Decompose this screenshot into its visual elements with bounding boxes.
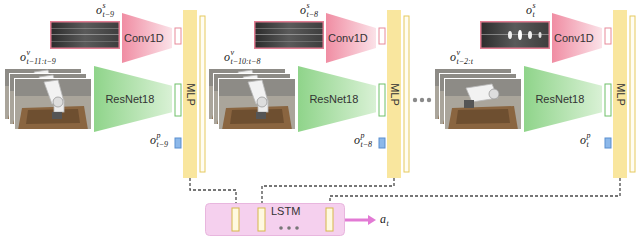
symbol-base: o	[96, 4, 102, 16]
symbol-superscript: s	[103, 2, 106, 10]
node-label: ResNet18	[535, 94, 584, 105]
symbol-subscript: t	[387, 220, 389, 228]
symbol-subscript: t−9	[157, 141, 169, 149]
symbol-base: o	[450, 51, 456, 63]
dashed-connector	[190, 178, 236, 203]
symbol-subscript: t−2:t	[457, 58, 474, 66]
symbol-base: o	[20, 51, 26, 63]
trapezoid-shape	[326, 13, 376, 63]
symbol-base: o	[150, 134, 156, 146]
ellipsis-dot	[295, 226, 299, 230]
symbol-subscript: t	[533, 11, 535, 19]
bar-shape	[387, 10, 401, 178]
proprio-feature	[379, 138, 385, 148]
symbol-base: o	[224, 51, 230, 63]
symbol-superscript: v	[27, 49, 31, 57]
spectrogram	[50, 21, 120, 49]
camera-frame	[14, 78, 92, 130]
timestep-column	[208, 16, 409, 172]
symbol-superscript: s	[307, 2, 310, 10]
trapezoid-shape	[552, 13, 602, 63]
symbol-subscript: t−9	[103, 11, 115, 19]
audio-feature	[175, 28, 181, 44]
ellipsis-dot	[279, 226, 283, 230]
resnet-encoder: ResNet18	[94, 66, 172, 132]
symbol-base: o	[526, 4, 532, 16]
lstm-cell	[326, 208, 333, 231]
symbol-superscript: p	[361, 132, 365, 140]
dashed-connector	[262, 178, 394, 203]
symbol-subscript: t−11:t−9	[27, 58, 56, 66]
node-label: ResNet18	[309, 94, 358, 105]
visual-feature	[605, 84, 611, 116]
rounded-box	[206, 204, 345, 236]
symbol-subscript: t	[587, 141, 589, 149]
node-label: MLP	[388, 83, 399, 106]
node-label: ResNet18	[105, 94, 154, 105]
bar-shape	[183, 10, 197, 178]
node-label: LSTM	[271, 206, 300, 217]
node-label: Conv1D	[124, 33, 164, 44]
symbol-base: o	[580, 134, 586, 146]
mlp-fusion: MLP	[387, 10, 401, 178]
proprio-feature	[175, 138, 181, 148]
trapezoid-shape	[524, 66, 602, 132]
spectrogram	[480, 21, 550, 49]
node-label: Conv1D	[554, 33, 594, 44]
symbol-base: a	[380, 213, 386, 225]
ellipsis-dots	[413, 98, 431, 102]
dashed-connector	[330, 178, 620, 203]
symbol-superscript: p	[157, 132, 161, 140]
symbol-base: o	[300, 4, 306, 16]
resnet-encoder: ResNet18	[298, 66, 376, 132]
node-label: MLP	[184, 83, 195, 106]
symbol-base: o	[354, 134, 360, 146]
conv1d-encoder: Conv1D	[122, 13, 172, 63]
conv1d-encoder: Conv1D	[326, 13, 376, 63]
trapezoid-shape	[122, 13, 172, 63]
visual-feature	[175, 84, 181, 116]
resnet-encoder: ResNet18	[524, 66, 602, 132]
symbol-subscript: t−8	[307, 11, 319, 19]
symbol-subscript: t−8	[361, 141, 373, 149]
ellipsis-dot	[413, 98, 417, 102]
node-label: MLP	[614, 83, 625, 106]
conv1d-encoder: Conv1D	[552, 13, 602, 63]
timestep-column	[4, 16, 205, 172]
mlp-fusion: MLP	[613, 10, 627, 178]
visual-feature	[379, 84, 385, 116]
lstm-cell	[258, 208, 265, 231]
ellipsis-dot	[287, 226, 291, 230]
symbol-superscript: v	[457, 49, 461, 57]
symbol-superscript: v	[231, 49, 235, 57]
timestep-column	[434, 16, 635, 172]
lstm-module: LSTM	[205, 203, 345, 236]
audio-feature	[605, 28, 611, 44]
lstm-cell	[232, 208, 239, 231]
audio-feature	[379, 28, 385, 44]
ellipsis-dot	[420, 98, 424, 102]
output-arrow	[345, 219, 369, 222]
node-label: Conv1D	[328, 33, 368, 44]
bar-shape	[613, 10, 627, 178]
camera-frame	[444, 78, 522, 130]
symbol-superscript: p	[587, 132, 591, 140]
mlp-fusion: MLP	[183, 10, 197, 178]
ellipsis-dot	[427, 98, 431, 102]
trapezoid-shape	[94, 66, 172, 132]
spectrogram	[254, 21, 324, 49]
camera-frame	[218, 78, 296, 130]
fused-feature	[200, 16, 205, 172]
fused-feature	[404, 16, 409, 172]
symbol-subscript: t−10:t−8	[231, 58, 261, 66]
symbol-superscript: s	[533, 2, 536, 10]
proprio-feature	[605, 138, 611, 148]
output-arrowhead	[368, 215, 376, 225]
trapezoid-shape	[298, 66, 376, 132]
fused-feature	[630, 16, 635, 172]
